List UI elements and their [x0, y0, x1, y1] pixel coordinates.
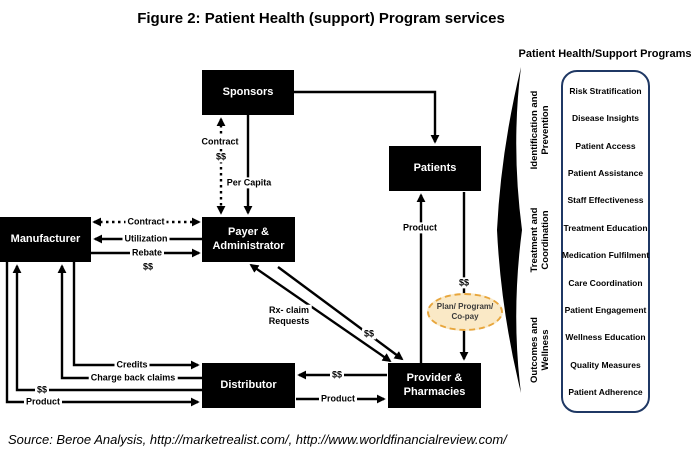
edge-label-product-manufacturer-distributor: Product — [23, 396, 63, 408]
edge-label-utilization: Utilization — [122, 233, 170, 245]
edge-label-contract-vertical: Contract — [199, 136, 241, 148]
figure-title: Figure 2: Patient Health (support) Progr… — [137, 10, 505, 27]
edge-label-product-distributor-provider: Product — [318, 393, 358, 405]
plan-program-copay-ellipse: Plan/ Program/ Co-pay — [427, 293, 503, 331]
node-manufacturer: Manufacturer — [0, 217, 91, 262]
edge-label-product-up: Product — [400, 222, 440, 234]
program-item: Patient Engagement — [564, 304, 647, 315]
arrow-distributor-manufacturer-dollars — [12, 264, 202, 392]
edge-label-rebate: Rebate — [129, 247, 165, 259]
arrow-manufacturer-distributor-product — [5, 262, 200, 407]
edge-label-dollars-vertical: $$ — [213, 151, 229, 163]
edge-label-credits: Credits — [114, 359, 150, 371]
program-item: Risk Stratification — [569, 85, 642, 96]
arrow-provider-payer-rxclaim — [249, 263, 392, 363]
right-panel-title: Patient Health/Support Programs — [518, 48, 692, 60]
program-item: Disease Insights — [571, 113, 640, 124]
edge-label-rx-claim: Rx- claim Requests — [266, 304, 312, 328]
edge-label-rebate-dollars: $$ — [140, 261, 156, 273]
edge-label-per-capita: Per Capita — [224, 177, 274, 189]
program-item: Patient Assistance — [567, 167, 644, 178]
edge-label-chargeback: Charge back claims — [88, 372, 178, 384]
arrow-payer-provider-dollars — [277, 266, 404, 361]
edge-label-dollars-distributor-manufacturer: $$ — [34, 384, 50, 396]
arrow-sponsors-patients — [294, 90, 440, 144]
arrow-manufacturer-distributor-credits — [72, 262, 200, 370]
node-distributor: Distributor — [202, 363, 295, 408]
node-patients: Patients — [389, 146, 481, 191]
group-label-identification-prevention: Identification and Prevention — [529, 90, 551, 170]
edge-label-contract-horizontal: Contract — [125, 216, 167, 228]
edge-label-dollars-down: $$ — [456, 277, 472, 289]
edge-label-dollars-provider-distributor: $$ — [329, 369, 345, 381]
program-item: Medication Fulfilment — [561, 250, 650, 261]
node-payer-administrator: Payer & Administrator — [202, 217, 295, 262]
source-note: Source: Beroe Analysis, http://marketrea… — [8, 432, 507, 447]
group-label-treatment-coordination: Treatment and Coordination — [529, 207, 551, 273]
program-list-panel: Risk Stratification Disease Insights Pat… — [561, 70, 650, 413]
node-sponsors: Sponsors — [202, 70, 294, 115]
edge-label-rx-dollars: $$ — [361, 328, 377, 340]
program-item: Treatment Education — [563, 222, 648, 233]
group-bracket-arrow-icon — [497, 67, 522, 393]
program-item: Wellness Education — [565, 332, 646, 343]
group-label-outcomes-wellness: Outcomes and Wellness — [529, 317, 551, 383]
node-provider-pharmacies: Provider & Pharmacies — [388, 363, 481, 408]
program-item: Patient Adherence — [568, 387, 643, 398]
program-item: Quality Measures — [570, 359, 641, 370]
program-item: Staff Effectiveness — [567, 195, 644, 206]
program-item: Patient Access — [575, 140, 636, 151]
program-item: Care Coordination — [568, 277, 643, 288]
